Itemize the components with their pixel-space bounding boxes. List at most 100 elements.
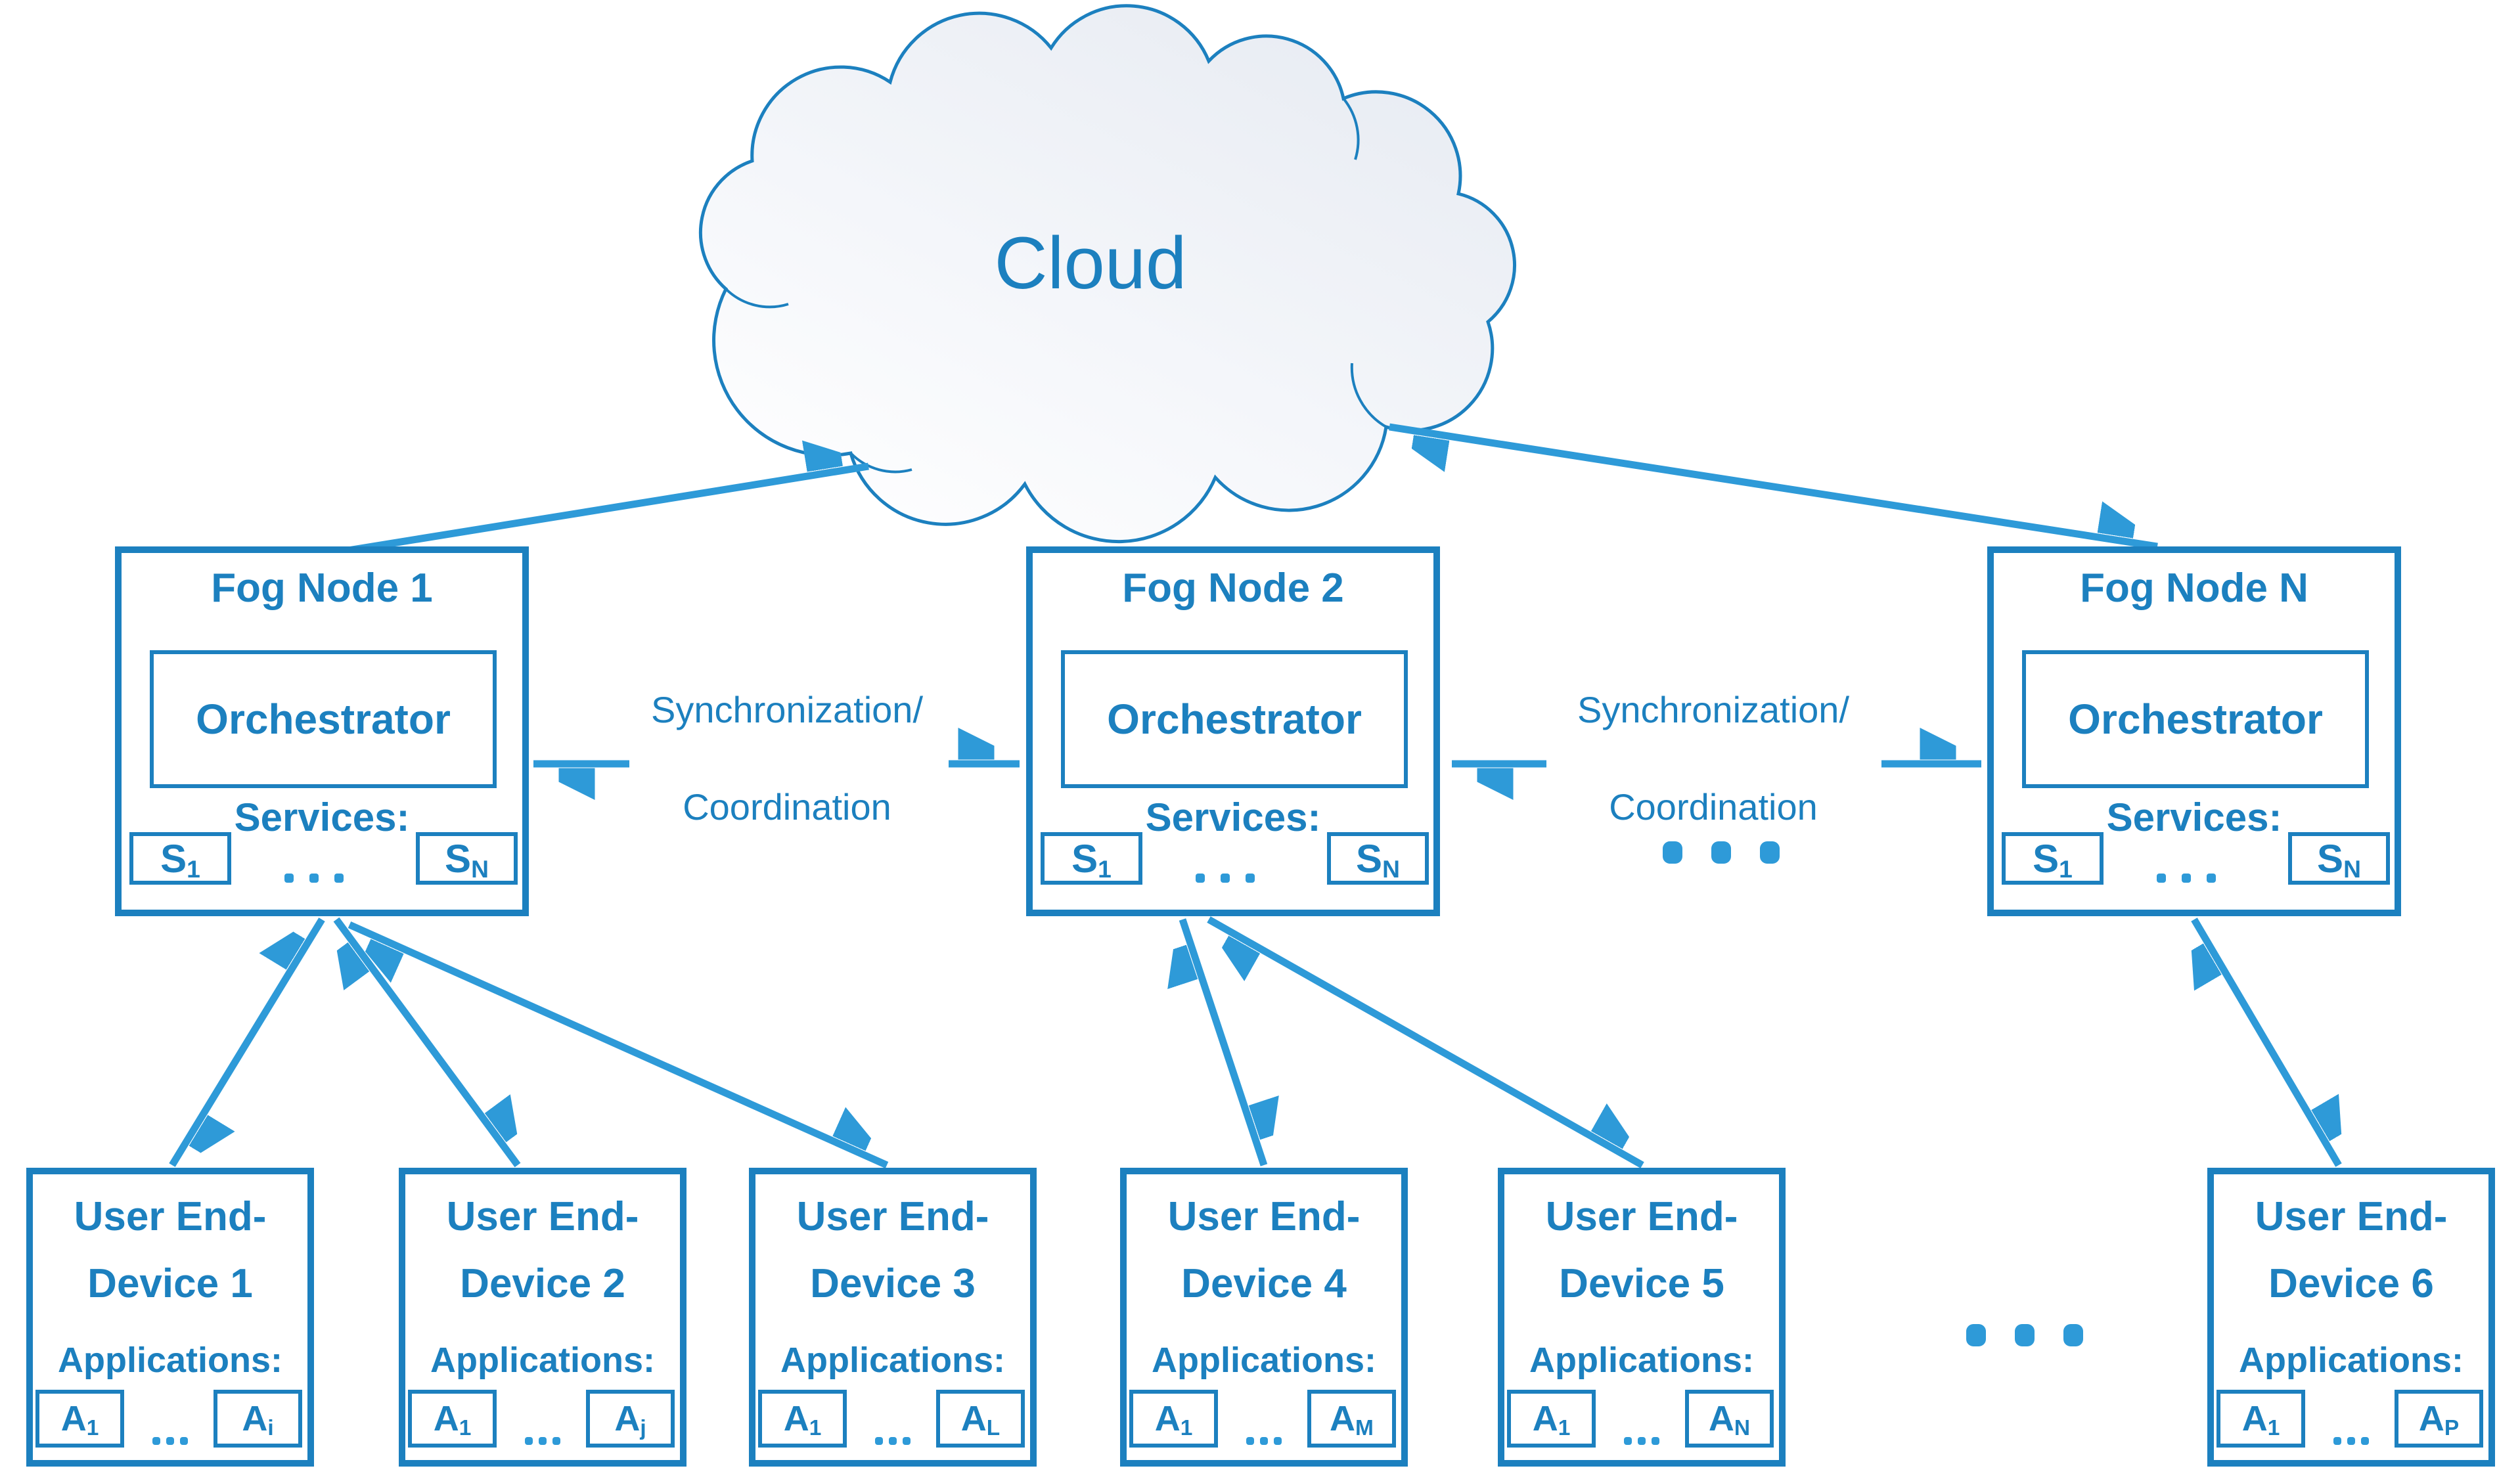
service-name: S [160, 836, 187, 881]
app-name: A [960, 1399, 987, 1438]
arrow-fog1-device1 [169, 918, 325, 1167]
service-box-sN: SN [416, 832, 518, 885]
orchestrator-box: Orchestrator [1061, 650, 1408, 788]
app-subscript: P [2444, 1416, 2460, 1441]
applications-label: Applications: [780, 1340, 1005, 1380]
apps-ellipsis-dots [2333, 1437, 2369, 1445]
orchestrator-box: Orchestrator [2022, 650, 2369, 788]
sync-label-1-line1: Synchronization/ [650, 689, 923, 730]
app-subscript: j [640, 1416, 646, 1441]
app-name: A [60, 1399, 87, 1438]
apps-ellipsis-dots [152, 1437, 188, 1445]
cloud-inner-arc [1342, 97, 1360, 160]
device-title: User End- Device 5 [1545, 1194, 1738, 1306]
device-title: User End- Device 1 [74, 1194, 267, 1306]
fog-node-title: Fog Node 1 [211, 565, 433, 611]
orchestrator-label: Orchestrator [1107, 696, 1362, 743]
cloud-inner-arc [725, 288, 789, 309]
app-subscript: L [986, 1416, 1001, 1441]
app-subscript: 1 [809, 1416, 822, 1441]
services-label: Services: [1145, 795, 1321, 839]
service-subscript: 1 [187, 854, 200, 883]
app-box-aLast: Aj [586, 1390, 675, 1448]
app-name: A [433, 1399, 459, 1438]
service-subscript: 1 [2059, 854, 2073, 883]
app-box-a1: A1 [35, 1390, 124, 1448]
app-subscript: 1 [86, 1416, 99, 1441]
apps-ellipsis-dots [525, 1437, 560, 1445]
fog-node-2: Fog Node 2 Orchestrator Services: S1 SN [1026, 546, 1440, 916]
app-name: A [783, 1399, 809, 1438]
cloud-shape [698, 4, 1516, 544]
device-title: User End- Device 2 [446, 1194, 639, 1306]
apps-ellipsis-dots [875, 1437, 911, 1445]
user-end-device-3: User End- Device 3 Applications: A1 AL [749, 1168, 1037, 1467]
app-name: A [1708, 1399, 1734, 1438]
apps-ellipsis-dots [1624, 1437, 1659, 1445]
arrow-fogN-device6 [2194, 918, 2339, 1167]
applications-label: Applications: [2238, 1340, 2464, 1380]
applications-label: Applications: [1151, 1340, 1376, 1380]
arrow-fog2-device5 [1207, 916, 1644, 1168]
cloud-label: Cloud [994, 222, 1187, 304]
orchestrator-label: Orchestrator [196, 696, 451, 743]
user-end-device-1: User End- Device 1 Applications: A1 Ai [26, 1168, 314, 1467]
arrow-fog1-device3 [348, 921, 889, 1169]
service-box-s1: S1 [1041, 832, 1142, 885]
services-ellipsis-dots [1196, 874, 1255, 883]
orchestrator-box: Orchestrator [150, 650, 497, 788]
services-ellipsis-dots [284, 874, 344, 883]
app-box-aLast: AP [2395, 1390, 2483, 1448]
service-subscript: 1 [1098, 854, 1112, 883]
device-row-ellipsis-dots [1966, 1324, 2083, 1346]
app-name: A [1330, 1399, 1356, 1438]
fog-row-ellipsis-dots [1663, 841, 1780, 864]
app-name: A [614, 1399, 641, 1438]
app-name: A [2418, 1399, 2444, 1438]
app-box-a1: A1 [758, 1390, 847, 1448]
device-title: User End- Device 3 [796, 1194, 989, 1306]
sync-label-2-line2: Coordination [1609, 786, 1818, 828]
service-name: S [1356, 836, 1383, 881]
user-end-device-6: User End- Device 6 Applications: A 1 AP [2207, 1168, 2495, 1467]
sync-label-1-line2: Coordination [683, 786, 891, 828]
applications-label: Applications: [57, 1340, 282, 1380]
applications-label: Applications: [1529, 1340, 1754, 1380]
service-subscript: N [2343, 854, 2361, 883]
service-name: S [445, 836, 472, 881]
arrow-cloud-fogN [1389, 423, 2158, 550]
app-name: A [1154, 1399, 1181, 1438]
app-subscript: 1 [2267, 1416, 2280, 1441]
service-box-s1: S1 [129, 832, 231, 885]
arrow-cloud-fog1 [331, 466, 869, 553]
fog-node-title: Fog Node 2 [1122, 565, 1344, 611]
cloud-inner-arc [1350, 363, 1387, 428]
app-name: A [242, 1399, 268, 1438]
device-title: User End- Device 4 [1167, 1194, 1361, 1306]
orchestrator-label: Orchestrator [2068, 696, 2323, 743]
service-name: S [1071, 836, 1098, 881]
app-subscript: 1 [1558, 1416, 1571, 1441]
service-box-sN: SN [2288, 832, 2390, 885]
service-name: S [2317, 836, 2344, 881]
user-end-device-4: User End- Device 4 Applications: A1 AM [1120, 1168, 1408, 1467]
app-name: A [1532, 1399, 1558, 1438]
fog-node-1: Fog Node 1 Orchestrator Services: S1 SN [115, 546, 529, 916]
service-name: S [2033, 836, 2059, 881]
service-box-sN: SN [1327, 832, 1429, 885]
services-label: Services: [2106, 795, 2282, 839]
fog-node-N: Fog Node N Orchestrator Services: S1 SN [1987, 546, 2401, 916]
app-box-aLast: AL [936, 1390, 1025, 1448]
app-box-aLast: AN [1685, 1390, 1774, 1448]
app-box-aLast: AM [1307, 1390, 1396, 1448]
cloud-inner-arc [849, 452, 912, 474]
app-subscript: M [1355, 1416, 1374, 1441]
service-subscript: N [1382, 854, 1400, 883]
device-title: User End- Device 6 [2255, 1194, 2448, 1306]
app-subscript: N [1734, 1416, 1751, 1441]
app-box-a1: A1 [1507, 1390, 1596, 1448]
arrow-fog2-device4 [1182, 918, 1264, 1166]
app-box-a1: A1 [1129, 1390, 1218, 1448]
